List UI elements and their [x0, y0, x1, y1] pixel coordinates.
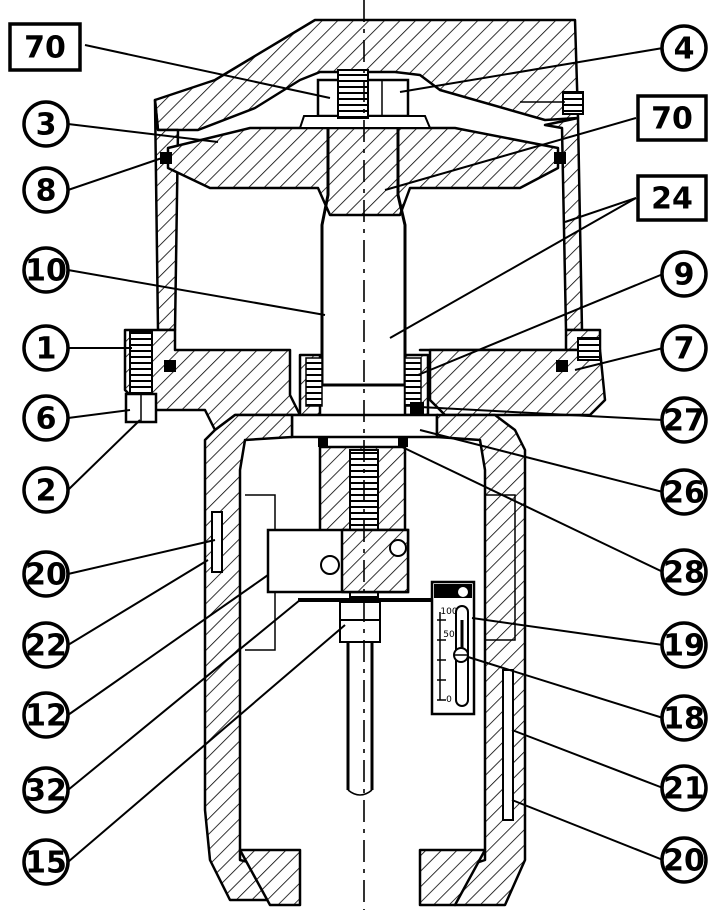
- central-stem: [320, 128, 407, 387]
- piston-plate: [160, 126, 566, 217]
- scale-label-top: 100: [440, 607, 457, 617]
- callout-text: 12: [25, 699, 67, 734]
- callout-7: 7: [660, 324, 708, 372]
- callout-12: 12: [22, 691, 70, 739]
- callout-text: 1: [36, 332, 57, 367]
- callout-27: 27: [660, 396, 708, 444]
- callout-6: 6: [22, 394, 70, 442]
- callout-text: 20: [25, 558, 67, 593]
- callout-text: 18: [663, 702, 705, 737]
- callout-text: 21: [663, 772, 705, 807]
- callout-20-left: 20: [22, 550, 70, 598]
- callout-text: 19: [663, 629, 705, 664]
- callout-28: 28: [660, 548, 708, 596]
- callout-text: 28: [663, 556, 705, 591]
- callout-1: 1: [22, 324, 70, 372]
- callout-text: 4: [674, 32, 695, 67]
- callout-9: 9: [660, 250, 708, 298]
- callout-text: 32: [25, 774, 67, 809]
- stem-nut: [298, 69, 432, 129]
- leader-lines: [67, 44, 664, 863]
- stem-coupling: [266, 445, 458, 796]
- callout-70-top-left: 70: [8, 22, 82, 72]
- callout-text: 70: [24, 31, 66, 66]
- callout-32: 32: [22, 766, 70, 814]
- callout-8: 8: [22, 166, 70, 214]
- callout-70-right: 70: [636, 94, 708, 142]
- scale-label-mid: 50: [443, 630, 455, 640]
- scale-label-bottom: 0: [446, 695, 452, 705]
- callout-15: 15: [22, 838, 70, 886]
- callout-24: 24: [636, 174, 708, 222]
- stroke-indicator: 100 50 0: [430, 580, 476, 716]
- callout-text: 26: [663, 476, 705, 511]
- callout-text: 24: [651, 182, 693, 217]
- callout-text: 22: [25, 629, 67, 664]
- callout-26: 26: [660, 468, 708, 516]
- callout-3: 3: [22, 100, 70, 148]
- callout-text: 9: [674, 258, 695, 293]
- callout-text: 7: [674, 332, 695, 367]
- callout-text: 2: [36, 474, 57, 509]
- callout-18: 18: [660, 694, 708, 742]
- callout-text: 8: [36, 174, 57, 209]
- callout-19: 19: [660, 621, 708, 669]
- callout-text: 3: [36, 108, 57, 143]
- callout-text: 15: [25, 846, 67, 881]
- callout-text: 70: [651, 102, 693, 137]
- callout-text: 27: [663, 404, 705, 439]
- callout-text: 20: [663, 844, 705, 879]
- callout-10: 10: [22, 246, 70, 294]
- callout-text: 10: [25, 254, 67, 289]
- callout-22: 22: [22, 621, 70, 669]
- callout-20-right: 20: [660, 836, 708, 884]
- callout-2: 2: [22, 466, 70, 514]
- callout-4: 4: [660, 24, 708, 72]
- callout-21: 21: [660, 764, 708, 812]
- callout-text: 6: [36, 402, 57, 437]
